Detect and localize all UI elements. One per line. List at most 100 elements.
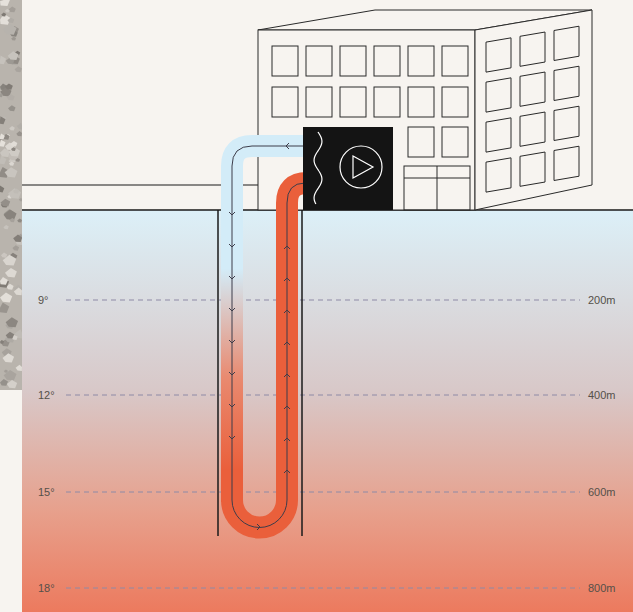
rubble-stone bbox=[15, 66, 22, 72]
rubble-stone bbox=[9, 6, 16, 12]
flow-arrow bbox=[284, 342, 290, 345]
rubble-stone bbox=[15, 158, 20, 162]
rubble-stone bbox=[11, 147, 16, 151]
rubble-stone bbox=[0, 186, 4, 193]
rubble-stone bbox=[7, 94, 15, 100]
depth-line bbox=[66, 588, 580, 589]
depth-label: 800m bbox=[586, 582, 618, 595]
rubble-stone bbox=[0, 116, 6, 124]
building-window bbox=[374, 87, 400, 117]
rubble-stone bbox=[10, 218, 15, 222]
rubble-stone bbox=[4, 369, 8, 372]
building-window bbox=[306, 46, 332, 76]
flow-arrow bbox=[229, 372, 235, 375]
rubble-stone bbox=[12, 245, 19, 250]
hot-pipe bbox=[232, 183, 310, 528]
building-side bbox=[475, 10, 592, 210]
temperature-label: 12° bbox=[36, 389, 57, 402]
depth-line bbox=[66, 395, 580, 396]
rubble-stone bbox=[9, 126, 15, 130]
flow-arrow bbox=[229, 436, 235, 439]
depth-label: 600m bbox=[586, 486, 618, 499]
flow-arrow bbox=[284, 278, 290, 281]
rubble-stone bbox=[5, 268, 17, 277]
rubble-stone bbox=[8, 51, 19, 60]
building-window bbox=[408, 87, 434, 117]
rubble-stone bbox=[3, 255, 17, 266]
flow-arrow bbox=[284, 310, 290, 313]
rubble-stone bbox=[7, 17, 14, 22]
building-side-window bbox=[520, 72, 545, 106]
flow-arrow bbox=[229, 340, 235, 343]
temperature-label: 18° bbox=[36, 582, 57, 595]
rubble-stone bbox=[3, 24, 17, 35]
building-window bbox=[408, 46, 434, 76]
rubble-stone bbox=[4, 370, 17, 380]
rubble-stone bbox=[17, 219, 22, 223]
rubble-stone bbox=[14, 288, 22, 296]
heat-pump-box bbox=[303, 127, 393, 210]
rubble-stone bbox=[0, 340, 4, 344]
rubble-stone bbox=[16, 131, 22, 136]
rubble-stone bbox=[13, 235, 22, 243]
building-window bbox=[272, 46, 298, 76]
depth-line bbox=[66, 492, 580, 493]
flow-line bbox=[232, 146, 305, 528]
rubble-stone bbox=[0, 199, 10, 207]
building-side-window bbox=[520, 32, 545, 66]
rubble-stone bbox=[0, 140, 5, 147]
flow-arrow bbox=[284, 246, 290, 249]
building-window bbox=[272, 87, 298, 117]
building-window bbox=[306, 87, 332, 117]
building-door-split bbox=[437, 166, 438, 210]
rubble-stone bbox=[0, 0, 10, 6]
pump-triangle bbox=[353, 156, 373, 178]
building-side-window bbox=[486, 38, 511, 72]
flow-arrow bbox=[229, 244, 235, 247]
rubble-stone bbox=[0, 55, 6, 64]
depth-line bbox=[66, 300, 580, 301]
rubble-stone bbox=[5, 83, 13, 89]
rubble-stone bbox=[1, 253, 7, 258]
building-side-window bbox=[520, 152, 545, 186]
flow-arrow bbox=[284, 406, 290, 409]
rubble-stone bbox=[0, 278, 9, 288]
borehole-wall bbox=[217, 210, 219, 536]
rubble-stone bbox=[16, 365, 22, 371]
pump-symbol bbox=[340, 146, 382, 188]
borehole-wall bbox=[301, 210, 303, 536]
building-window bbox=[442, 87, 468, 117]
flow-arrow bbox=[229, 404, 235, 407]
rubble-stone bbox=[3, 353, 15, 362]
rubble-stone bbox=[4, 209, 17, 219]
temperature-label: 15° bbox=[36, 486, 57, 499]
rubble-stone bbox=[0, 277, 8, 285]
heat-exchanger-wave bbox=[314, 132, 322, 204]
rubble-stone bbox=[1, 13, 6, 17]
flow-arrow bbox=[257, 524, 260, 530]
building-side-window bbox=[554, 146, 579, 180]
rubble-stone bbox=[7, 380, 17, 388]
building-side-window bbox=[486, 158, 511, 192]
rubble-stone bbox=[11, 37, 16, 41]
rubble-stone bbox=[5, 167, 18, 177]
depth-label: 200m bbox=[586, 294, 618, 307]
rubble-stone bbox=[17, 123, 22, 130]
building-window bbox=[408, 127, 434, 157]
rubble-stone bbox=[10, 141, 17, 147]
building-side-window bbox=[554, 66, 579, 100]
building-window bbox=[442, 46, 468, 76]
building bbox=[258, 10, 592, 210]
flow-arrow bbox=[229, 212, 235, 215]
depth-label: 400m bbox=[586, 389, 618, 402]
flow-arrow bbox=[284, 374, 290, 377]
building-window bbox=[340, 46, 366, 76]
temperature-label: 9° bbox=[36, 294, 51, 307]
heat-pump bbox=[303, 127, 393, 210]
rubble-stone bbox=[9, 161, 14, 165]
rubble-ground bbox=[0, 0, 22, 390]
rubble-strip bbox=[0, 0, 22, 390]
rubble-stone bbox=[6, 332, 14, 339]
rubble-stone bbox=[5, 9, 10, 13]
